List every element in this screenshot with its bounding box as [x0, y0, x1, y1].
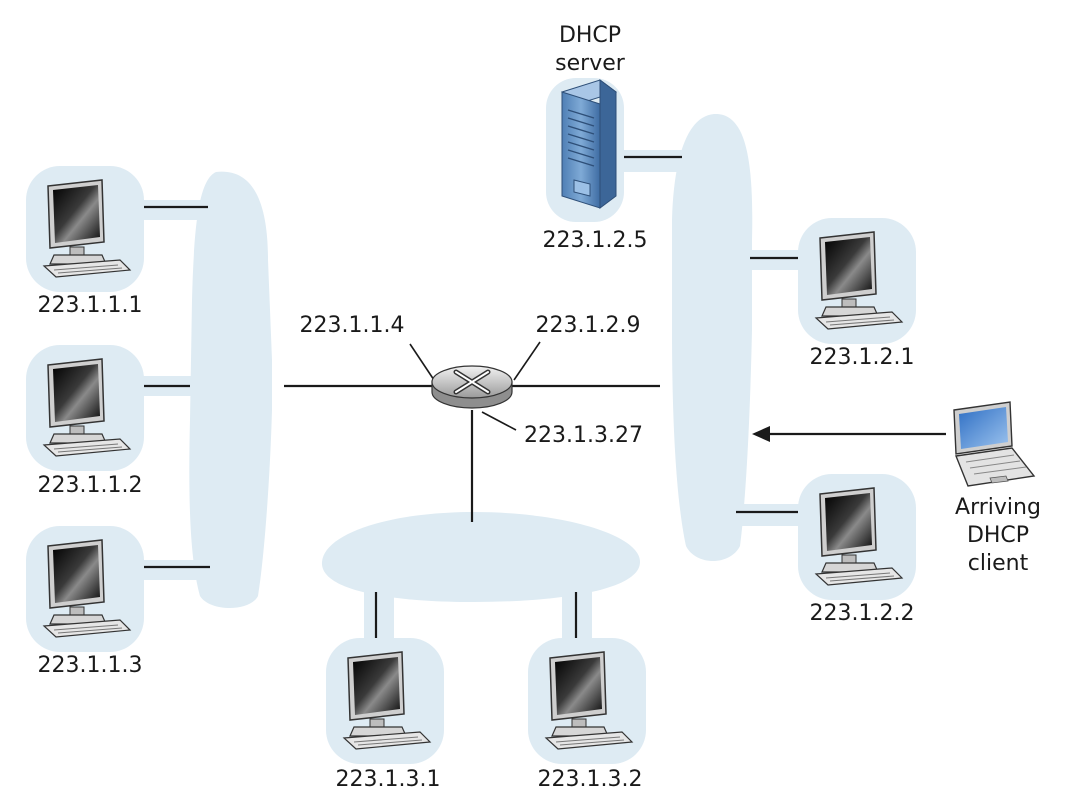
dhcp-server-label-line1: DHCP [559, 23, 621, 48]
router-interface-label: 223.1.1.4 [300, 313, 405, 338]
host-ip-label: 223.1.3.1 [336, 767, 441, 792]
desktop-computer-icon [25, 344, 145, 472]
laptop-icon [953, 401, 1036, 487]
dhcp-server-ip: 223.1.2.5 [543, 228, 648, 253]
leader-if-223-1-1-4 [409, 343, 435, 381]
leader-if-223-1-2-9 [513, 341, 541, 381]
desktop-computer-icon [25, 525, 145, 653]
host-ip-label: 223.1.3.2 [538, 767, 643, 792]
desktop-computer-icon [797, 217, 917, 345]
arriving-client-label-line3: client [968, 551, 1029, 576]
arriving-client-label-line2: DHCP [967, 523, 1029, 548]
subnet-3-cloud [321, 512, 640, 660]
desktop-computer-icon [325, 637, 445, 765]
dhcp-server-label-line2: server [555, 51, 626, 76]
arriving-client-label-line1: Arriving [955, 495, 1041, 520]
host-ip-label: 223.1.2.1 [810, 345, 915, 370]
host-ip-label: 223.1.1.2 [38, 473, 143, 498]
router-icon [431, 365, 513, 409]
links [108, 155, 822, 660]
arrival-arrow [752, 426, 946, 442]
router-interface-label: 223.1.2.9 [536, 313, 641, 338]
desktop-computer-icon [527, 637, 647, 765]
router-interface-label: 223.1.3.27 [524, 423, 643, 448]
desktop-computer-icon [797, 473, 917, 601]
host-ip-label: 223.1.2.2 [810, 601, 915, 626]
host-ip-label: 223.1.1.3 [38, 653, 143, 678]
host-ip-label: 223.1.1.1 [38, 293, 143, 318]
server-tower-icon [546, 78, 624, 222]
leader-if-223-1-3-27 [481, 411, 517, 431]
desktop-computer-icon [25, 165, 145, 293]
subnet-2-cloud [610, 113, 824, 562]
